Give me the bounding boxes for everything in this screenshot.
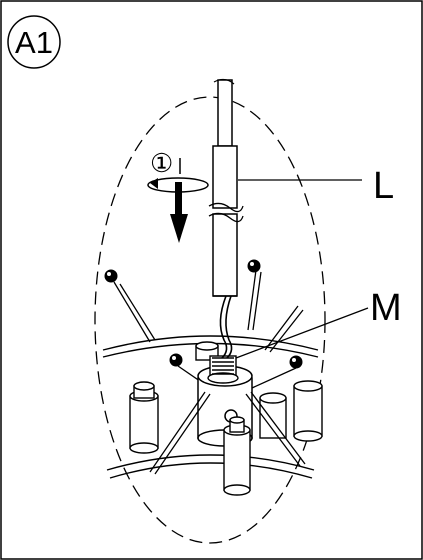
callout-line-m (235, 307, 369, 359)
front-arms (149, 391, 306, 475)
step-badge-text: A1 (15, 25, 53, 60)
front-cup (223, 416, 251, 496)
support-arms (113, 269, 304, 389)
label-m: M (370, 287, 402, 329)
screw-highlights (107, 262, 296, 362)
rotation-arrow (147, 158, 209, 243)
tube-break-mark (208, 202, 244, 213)
holder-cups (129, 341, 323, 454)
tube-l (212, 79, 238, 297)
step-badge: A1 (7, 15, 61, 69)
label-l: L (373, 165, 394, 207)
canopy-ring (102, 335, 319, 479)
power-cable (219, 295, 228, 359)
detail-view-outline (94, 96, 326, 544)
rotation-step-number: ① (150, 148, 173, 178)
threaded-nut-m (207, 355, 239, 384)
